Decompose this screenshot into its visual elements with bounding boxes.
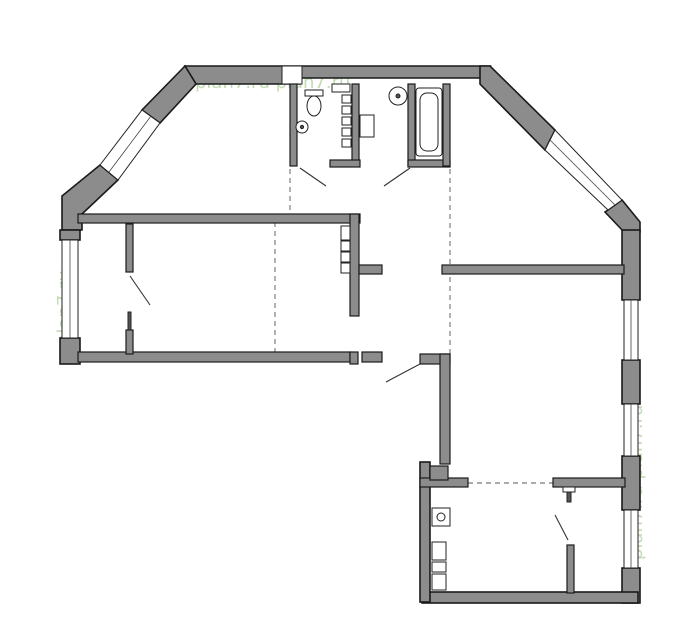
bathroom-fixtures <box>295 83 443 157</box>
doors <box>129 167 569 541</box>
room-fixtures <box>127 225 576 591</box>
windows <box>61 65 639 569</box>
exterior-walls <box>59 64 641 604</box>
interior-walls <box>77 83 626 594</box>
zone-lines <box>274 160 555 484</box>
toilet-icon <box>304 89 324 97</box>
